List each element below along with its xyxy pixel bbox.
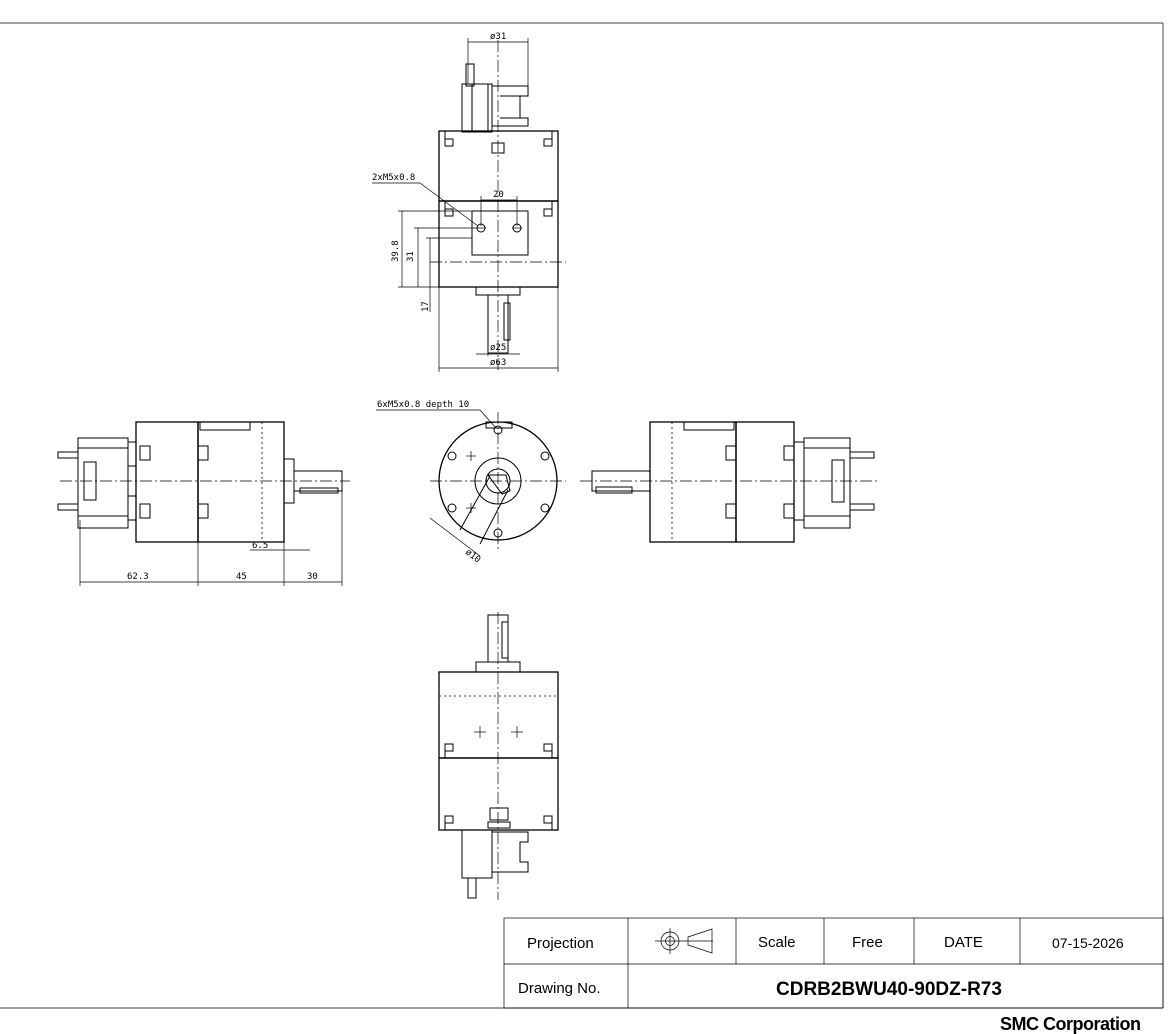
dim-length-62-3: 62.3: [127, 572, 149, 582]
dim-height-39-8: 39.8: [391, 240, 401, 262]
drawing-no-label: Drawing No.: [518, 980, 601, 997]
third-angle-projection-icon: [655, 928, 713, 954]
scale-value: Free: [852, 934, 883, 951]
dim-diameter-31: ø31: [490, 32, 506, 42]
projection-label: Projection: [527, 935, 594, 952]
drawing-number: CDRB2BWU40-90DZ-R73: [776, 979, 1002, 1000]
note-thread-2x: 2xM5x0.8: [372, 173, 415, 183]
dim-height-17: 17: [421, 301, 431, 312]
dim-height-31: 31: [406, 251, 416, 262]
dim-length-45: 45: [236, 572, 247, 582]
dim-length-30: 30: [307, 572, 318, 582]
bottom-view: [438, 612, 559, 900]
dim-diameter-25: ø25: [490, 343, 506, 353]
note-thread-6x: 6xM5x0.8 depth 10: [377, 400, 469, 410]
dim-diameter-10: ø10: [463, 547, 482, 565]
dim-width-20: 20: [493, 190, 504, 200]
drawing-frame: [0, 22, 1164, 1009]
dim-diameter-63: ø63: [490, 358, 506, 368]
date-label: DATE: [944, 934, 983, 951]
dim-length-6-5: 6.5: [252, 541, 268, 551]
title-block: Projection Scale Free DATE 07-15-2026 Dr…: [503, 917, 1164, 1009]
scale-label: Scale: [758, 934, 796, 951]
front-view: 6xM5x0.8 depth 10 ø10: [376, 400, 566, 565]
right-side-view: [580, 421, 878, 543]
company-name: SMC Corporation: [1000, 1014, 1141, 1034]
left-side-view: 6.5 62.3 45 30: [57, 421, 350, 586]
top-view: ø31 2xM5x0.8 20 39.8 31 17 ø25 ø63: [372, 32, 566, 372]
date-value: 07-15-2026: [1052, 935, 1124, 951]
